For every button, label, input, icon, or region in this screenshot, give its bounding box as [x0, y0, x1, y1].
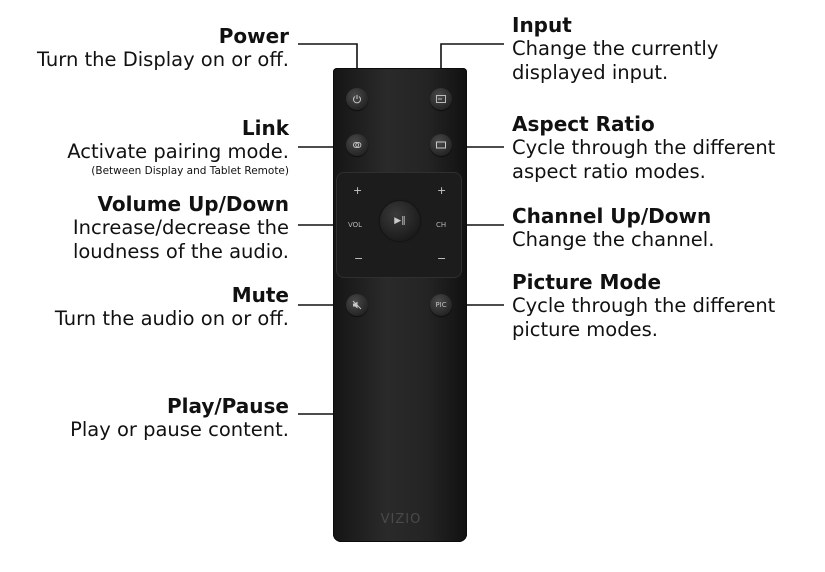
link-icon — [352, 141, 362, 149]
picture-mode-desc: Cycle through the different picture mode… — [512, 294, 776, 341]
volume-down-button[interactable]: − — [354, 252, 364, 265]
volume-desc: Increase/decrease the loudness of the au… — [72, 216, 289, 263]
brand-logo: VIZIO — [380, 512, 422, 527]
link-note: (Between Display and Tablet Remote) — [91, 165, 289, 177]
mute-callout: Mute Turn the audio on or off. — [55, 283, 289, 331]
play-pause-title: Play/Pause — [166, 394, 289, 418]
input-desc: Change the currently displayed input. — [512, 37, 719, 84]
link-title: Link — [241, 116, 289, 140]
aspect-ratio-icon — [436, 141, 446, 149]
mute-icon — [352, 300, 362, 310]
ch-label: CH — [436, 221, 447, 229]
power-button[interactable] — [346, 88, 368, 110]
channel-up-button[interactable]: + — [437, 184, 447, 197]
play-pause-callout: Play/Pause Play or pause content. — [70, 394, 289, 442]
vol-label: VOL — [348, 221, 363, 229]
power-title: Power — [218, 24, 289, 48]
power-icon — [353, 95, 361, 104]
input-button[interactable] — [430, 88, 452, 110]
channel-title: Channel Up/Down — [512, 204, 712, 228]
link-button[interactable] — [346, 134, 368, 156]
volume-title: Volume Up/Down — [97, 192, 289, 216]
input-title: Input — [512, 13, 572, 37]
mute-button[interactable] — [346, 294, 368, 316]
channel-down-button[interactable]: − — [437, 252, 447, 265]
input-icon — [436, 95, 446, 103]
aspect-ratio-button[interactable] — [430, 134, 452, 156]
pic-label: PIC — [435, 301, 447, 309]
mute-title: Mute — [231, 283, 289, 307]
volume-up-button[interactable]: + — [353, 184, 363, 197]
picture-mode-title: Picture Mode — [512, 270, 662, 294]
link-desc: Activate pairing mode. — [67, 140, 289, 163]
link-callout: Link Activate pairing mode. (Between Dis… — [67, 116, 289, 178]
mute-desc: Turn the audio on or off. — [54, 307, 289, 330]
aspect-ratio-desc: Cycle through the different aspect ratio… — [512, 136, 776, 183]
channel-callout: Channel Up/Down Change the channel. — [512, 204, 714, 252]
volume-callout: Volume Up/Down Increase/decrease the lou… — [73, 192, 289, 264]
power-callout: Power Turn the Display on or off. — [37, 24, 289, 72]
play-pause-button[interactable]: ▶‖ — [380, 201, 420, 241]
power-desc: Turn the Display on or off. — [36, 48, 289, 71]
picture-mode-callout: Picture Mode Cycle through the different… — [512, 270, 775, 342]
play-pause-icon: ▶‖ — [394, 216, 406, 226]
play-pause-desc: Play or pause content. — [70, 418, 289, 441]
picture-mode-button[interactable]: PIC — [430, 294, 452, 316]
aspect-ratio-callout: Aspect Ratio Cycle through the different… — [512, 112, 775, 184]
input-callout: Input Change the currently displayed inp… — [512, 13, 718, 85]
aspect-ratio-title: Aspect Ratio — [512, 112, 655, 136]
channel-desc: Change the channel. — [512, 228, 715, 251]
